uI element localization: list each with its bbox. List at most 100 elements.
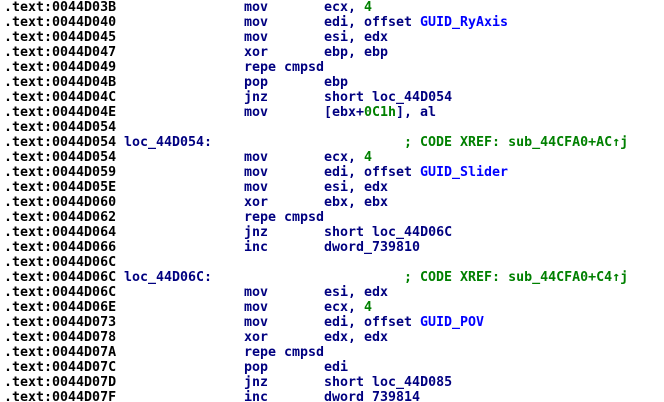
address: .text:0044D060 <box>4 195 117 210</box>
address: .text:0044D04C <box>4 90 117 105</box>
address: .text:0044D05E <box>4 180 117 195</box>
instruction-text: ecx, <box>324 150 365 165</box>
instruction-text: short loc_44D06C <box>324 225 453 240</box>
address: .text:0044D062 <box>4 210 117 225</box>
instruction-text: repe cmpsd <box>244 60 325 75</box>
asm-line[interactable]: .text:0044D062 repe cmpsd <box>0 210 664 225</box>
instruction-text: xor <box>244 45 269 60</box>
number-literal: 4 <box>364 150 373 165</box>
address: .text:0044D04B <box>4 75 117 90</box>
address: .text:0044D06C <box>4 285 117 300</box>
instruction-text: pop <box>244 360 269 375</box>
instruction-text: mov <box>244 180 269 195</box>
instruction-text: mov <box>244 165 269 180</box>
address: .text:0044D073 <box>4 315 117 330</box>
instruction-text: jnz <box>244 225 269 240</box>
asm-line[interactable]: .text:0044D054 <box>0 120 664 135</box>
asm-line[interactable]: .text:0044D05E mov esi, edx <box>0 180 664 195</box>
number-literal: 4 <box>364 300 373 315</box>
asm-line[interactable]: .text:0044D04C jnz short loc_44D054 <box>0 90 664 105</box>
asm-line[interactable]: .text:0044D040 mov edi, offset GUID_RyAxis <box>0 15 664 30</box>
instruction-text: short loc_44D054 <box>324 90 453 105</box>
xref-comment: ; CODE XREF: sub_44CFA0+AC↑j <box>404 135 629 150</box>
asm-line[interactable]: .text:0044D066 inc dword_739810 <box>0 240 664 255</box>
asm-line[interactable]: .text:0044D07C pop edi <box>0 360 664 375</box>
symbol-name[interactable]: GUID_RyAxis <box>420 15 509 30</box>
instruction-text: ], al <box>396 105 437 120</box>
address: .text:0044D045 <box>4 30 117 45</box>
instruction-text: jnz <box>244 375 269 390</box>
asm-line[interactable]: .text:0044D07F inc dword_739814 <box>0 390 664 402</box>
instruction-text: dword_739810 <box>324 240 421 255</box>
asm-line[interactable]: .text:0044D06E mov ecx, 4 <box>0 300 664 315</box>
instruction-text: mov <box>244 15 269 30</box>
address: .text:0044D066 <box>4 240 117 255</box>
instruction-text: esi, edx <box>324 285 389 300</box>
asm-line[interactable]: .text:0044D064 jnz short loc_44D06C <box>0 225 664 240</box>
instruction-text: ecx, <box>324 0 365 15</box>
instruction-text: jnz <box>244 90 269 105</box>
instruction-text: ecx, <box>324 300 365 315</box>
address: .text:0044D07F <box>4 390 117 402</box>
address: .text:0044D078 <box>4 330 117 345</box>
instruction-text: edi, offset <box>324 165 421 180</box>
instruction-text: esi, edx <box>324 180 389 195</box>
instruction-text: repe cmpsd <box>244 210 325 225</box>
instruction-text: edi, offset <box>324 315 421 330</box>
instruction-text: dword_739814 <box>324 390 421 402</box>
instruction-text: inc <box>244 240 269 255</box>
instruction-text: short loc_44D085 <box>324 375 453 390</box>
address: .text:0044D040 <box>4 15 117 30</box>
instruction-text: xor <box>244 330 269 345</box>
xref-comment: ; CODE XREF: sub_44CFA0+C4↑j <box>404 270 629 285</box>
asm-line[interactable]: .text:0044D06C <box>0 255 664 270</box>
asm-line[interactable]: .text:0044D060 xor ebx, ebx <box>0 195 664 210</box>
instruction-text: edx, edx <box>324 330 389 345</box>
asm-line[interactable]: .text:0044D04E mov [ebx+0C1h], al <box>0 105 664 120</box>
instruction-text: inc <box>244 390 269 402</box>
instruction-text: esi, edx <box>324 30 389 45</box>
number-literal: 0C1h <box>364 105 397 120</box>
address: .text:0044D04E <box>4 105 117 120</box>
instruction-text: [ebx+ <box>324 105 365 120</box>
address: .text:0044D03B <box>4 0 117 15</box>
label[interactable]: loc_44D054: <box>124 135 213 150</box>
address: .text:0044D047 <box>4 45 117 60</box>
instruction-text: ebp <box>324 75 349 90</box>
instruction-text: xor <box>244 195 269 210</box>
instruction-text: mov <box>244 315 269 330</box>
address: .text:0044D049 <box>4 60 117 75</box>
asm-line[interactable]: .text:0044D078 xor edx, edx <box>0 330 664 345</box>
instruction-text: repe cmpsd <box>244 345 325 360</box>
instruction-text: mov <box>244 105 269 120</box>
instruction-text: ebx, ebx <box>324 195 389 210</box>
asm-line[interactable]: .text:0044D073 mov edi, offset GUID_POV <box>0 315 664 330</box>
asm-line[interactable]: .text:0044D07A repe cmpsd <box>0 345 664 360</box>
instruction-text: edi, offset <box>324 15 421 30</box>
address: .text:0044D054 <box>4 120 117 135</box>
instruction-text: edi <box>324 360 349 375</box>
instruction-text: mov <box>244 0 269 15</box>
symbol-name[interactable]: GUID_Slider <box>420 165 509 180</box>
address: .text:0044D07C <box>4 360 117 375</box>
instruction-text: mov <box>244 150 269 165</box>
symbol-name[interactable]: GUID_POV <box>420 315 485 330</box>
address: .text:0044D06C <box>4 255 117 270</box>
address: .text:0044D06E <box>4 300 117 315</box>
asm-line[interactable]: .text:0044D049 repe cmpsd <box>0 60 664 75</box>
label[interactable]: loc_44D06C: <box>124 270 213 285</box>
address: .text:0044D064 <box>4 225 117 240</box>
instruction-text: mov <box>244 300 269 315</box>
address: .text:0044D07A <box>4 345 117 360</box>
